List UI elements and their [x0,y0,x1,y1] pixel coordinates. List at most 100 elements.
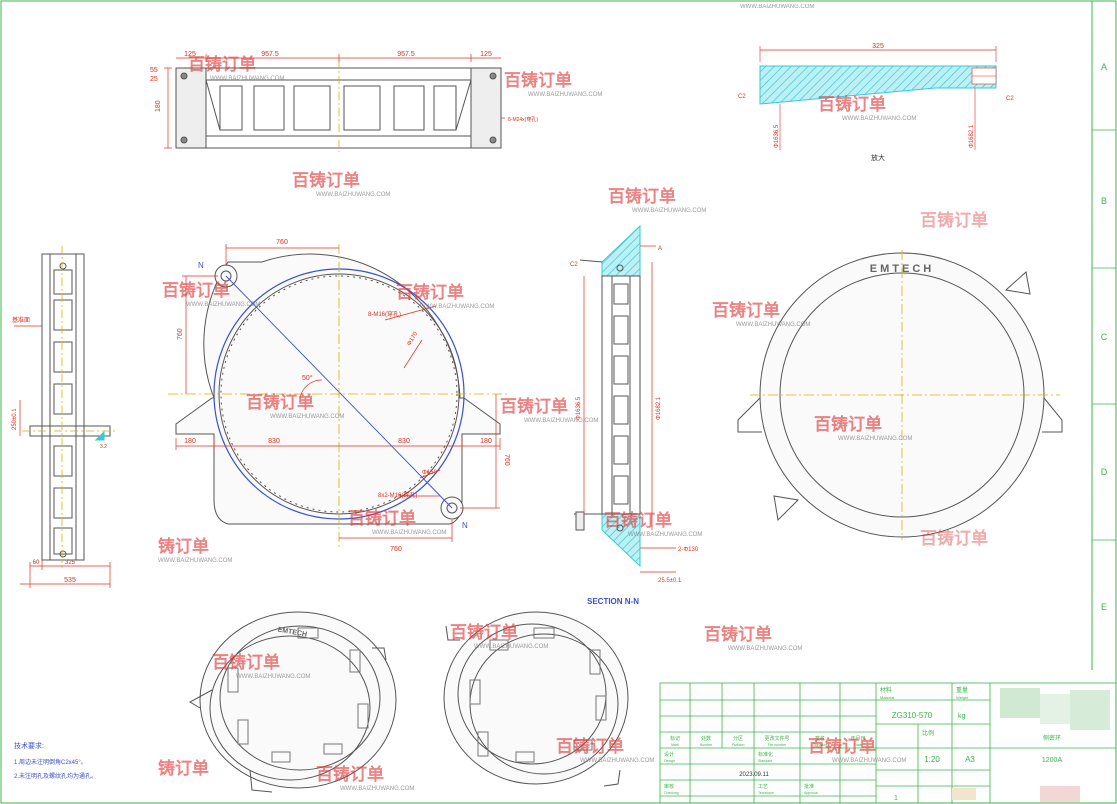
watermark-url: WWW.BAIZHUWANG.COM [632,208,706,214]
tb-cell: 比例 [922,729,934,737]
watermark-logo: 百铸订单 [920,528,988,549]
watermark-logo: 百铸订单 [504,70,572,91]
dim-label: 535 [64,577,76,584]
watermark-logo: 百铸订单 [348,508,416,529]
tb-row-label: 标准化 [758,751,773,758]
watermark: 百铸订单 WWW.BAIZHUWANG.COM [246,392,344,420]
watermark: 铸订单 WWW.BAIZHUWANG.COM [158,536,232,564]
watermark-url: WWW.BAIZHUWANG.COM [316,192,390,198]
tb-header-en: Mark [671,743,679,747]
watermark: WWW.BAIZHUWANG.COM [740,4,814,10]
tb-header-en: File number [768,743,787,747]
watermark-logo: 百铸订单 [556,736,624,757]
title-block-blur [952,688,1110,802]
watermark-logo: 百铸订单 [712,300,780,321]
dim-label: 957.5 [397,51,415,58]
watermark-url: WWW.BAIZHUWANG.COM [736,322,810,328]
dim-label: Φ1636.5 [774,124,780,148]
brand-text: EMTECH [870,263,934,275]
watermark-layer: 百铸订单 WWW.BAIZHUWANG.COM 百铸订单 WWW.BAIZHUW… [158,4,988,792]
dim-label: 55 [150,67,158,74]
watermark: 百铸订单 WWW.BAIZHUWANG.COM [704,624,802,652]
watermark: 百铸订单 WWW.BAIZHUWANG.COM [504,70,602,98]
tb-header: 处数 [701,735,711,742]
dim-label: 760 [390,546,402,553]
watermark: 百铸订单 WWW.BAIZHUWANG.COM [316,764,414,792]
dim-label: 325 [872,43,884,50]
watermark-logo: 百铸订单 [704,624,772,645]
watermark-url: WWW.BAIZHUWANG.COM [210,76,284,82]
back-view [737,250,1063,540]
dim-label: 2-Φ130 [678,547,699,553]
watermark-logo: 百铸订单 [162,280,230,301]
watermark-logo: 百铸订单 [808,736,876,757]
watermark-logo: 百铸订单 [246,392,314,413]
tb-row-label-en: Standard [758,759,772,763]
watermark: 百铸订单 WWW.BAIZHUWANG.COM [162,280,260,308]
dim-label: Φ1636.5 [576,396,582,420]
section-title: SECTION N-N [587,597,639,606]
watermark-url: WWW.BAIZHUWANG.COM [628,532,702,538]
zone-letter: A [1101,62,1107,72]
tb-header-en: Signature [813,743,828,747]
tb-cell: 2023.09.11 [739,772,769,778]
dim-label: Φ150 [422,470,437,476]
watermark: 百铸订单 WWW.BAIZHUWANG.COM [292,170,390,198]
dim-label: C2 [570,262,578,268]
watermark-url: WWW.BAIZHUWANG.COM [524,418,598,424]
front-view-dimensions [175,244,501,542]
watermark-url: WWW.BAIZHUWANG.COM [340,786,414,792]
tb-part-name: 侧密环 [1043,734,1061,742]
tb-cell: Weight [956,695,969,700]
iso-view-left [188,611,397,793]
tb-header: 分区 [733,735,743,742]
watermark-logo: 百铸订单 [604,510,672,531]
tb-cell: 重量 [956,686,968,694]
tb-header: 更改文件号 [764,735,789,742]
tb-row-label-en: Checking [664,791,679,795]
notes-line: 2.未注明孔及螺纹孔均为通孔。 [14,772,97,780]
dim-label: 125 [480,51,492,58]
dim-label: C2 [1006,96,1014,102]
section-marker: N [462,521,468,530]
watermark: 百铸订单 WWW.BAIZHUWANG.COM [604,510,702,538]
watermark-url: WWW.BAIZHUWANG.COM [832,758,906,764]
watermark: 百铸订单 WWW.BAIZHUWANG.COM [348,508,446,536]
watermark-url: WWW.BAIZHUWANG.COM [236,674,310,680]
watermark-logo: 铸订单 [158,758,209,779]
tb-row-label-en: Approval [804,791,818,795]
side-view-dimensions [14,325,111,588]
watermark: 百铸订单 WWW.BAIZHUWANG.COM [814,414,912,442]
dim-label: A [658,246,662,252]
dim-label: 3.2 [100,444,107,450]
watermark-logo: 百铸订单 [814,414,882,435]
watermark: 百铸订单 WWW.BAIZHUWANG.COM [450,622,548,650]
tb-header: 标记 [670,735,680,742]
dim-label: 180 [155,100,162,112]
tb-row-label: 批准 [804,783,814,790]
dim-label: 760 [276,239,288,246]
watermark-logo: 百铸订单 [608,186,676,207]
tb-cell: kg [958,713,966,720]
dim-label: 830 [268,438,280,445]
watermark-logo: 百铸订单 [450,622,518,643]
watermark-logo: 百铸订单 [212,652,280,673]
watermark: 百铸订单 WWW.BAIZHUWANG.COM [818,94,916,122]
tb-cell: Material [880,695,894,700]
detail-note: 放大 [871,153,885,162]
watermark-url: WWW.BAIZHUWANG.COM [842,116,916,122]
detail-view [759,46,997,150]
tb-header-en: Partition [732,743,745,747]
dim-label: 8-M24x(穿孔) [508,116,538,123]
top-view-dimensions [164,54,505,149]
side-view [22,246,116,568]
tb-row-label-en: Design [664,759,675,763]
dim-label: 50° [302,374,313,382]
dim-label: 60 [33,560,40,566]
notes-line: 1.周边未注明倒角C2x45°。 [14,758,87,766]
tb-cell: A3 [965,755,975,764]
dim-label: Φ1682.1 [969,124,975,148]
dim-label: 760 [177,328,184,340]
